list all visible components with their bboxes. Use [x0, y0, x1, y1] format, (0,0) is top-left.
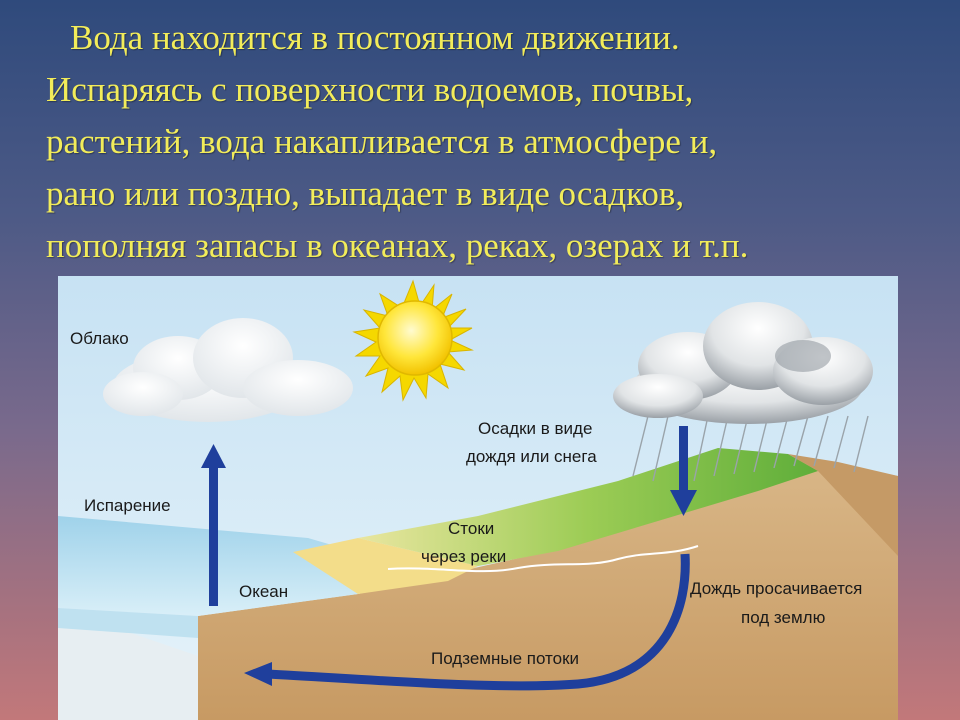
paragraph-line-2: Испаряясь с поверхности водоемов, почвы, [46, 70, 694, 109]
paragraph-line-3: растений, вода накапливается в атмосфере… [46, 122, 718, 161]
rain-streaks [632, 415, 869, 482]
groundwater-arrow [244, 553, 690, 691]
label-seepage-line-1: Дождь просачивается [690, 579, 862, 598]
ocean-surface [58, 516, 438, 616]
label-groundwater: Подземные потоки [431, 649, 579, 668]
label-precipitation-line-1: Осадки в виде [478, 419, 592, 438]
precipitation-arrow [670, 426, 697, 516]
label-ocean: Океан [239, 582, 288, 601]
evaporation-arrow [201, 444, 226, 606]
ocean-edge [58, 608, 198, 638]
label-runoff-line-2: через реки [421, 547, 506, 566]
label-evaporation: Испарение [84, 496, 171, 515]
label-cloud: Облако [70, 329, 129, 348]
river [387, 545, 699, 573]
label-precipitation-line-2: дождя или снега [466, 447, 597, 466]
paragraph-line-1: Вода находится в постоянном движении. [70, 18, 680, 57]
ground-block-side [58, 608, 198, 720]
sun-icon [352, 279, 474, 402]
paragraph-line-4: рано или поздно, выпадает в виде осадков… [46, 174, 685, 213]
water-cycle-svg: Облако Испарение Океан Осадки в виде дож… [58, 276, 898, 720]
hill-slope [788, 454, 898, 556]
grassland [358, 448, 818, 566]
cloud-left [103, 318, 353, 422]
paragraph-line-5: пополняя запасы в океанах, реках, озерах… [46, 226, 749, 265]
soil-cross-section [198, 456, 898, 720]
beach [293, 538, 478, 594]
cloud-right [613, 302, 873, 424]
water-cycle-diagram: Облако Испарение Океан Осадки в виде дож… [58, 276, 898, 720]
intro-paragraph: Вода находится в постоянном движении. Ис… [46, 12, 946, 272]
label-seepage-line-2: под землю [741, 608, 826, 627]
label-runoff-line-1: Стоки [448, 519, 494, 538]
